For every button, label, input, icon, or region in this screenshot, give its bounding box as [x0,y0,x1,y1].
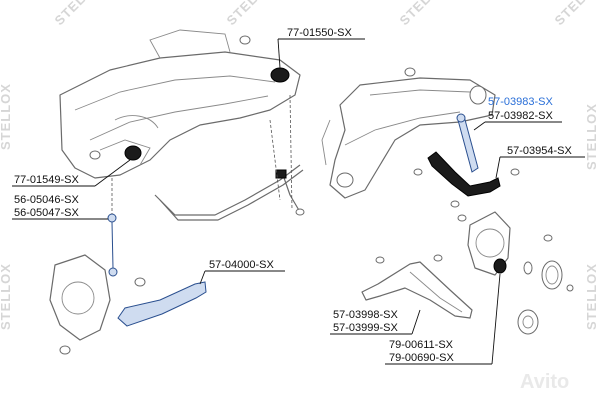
lower-wishbone [361,261,473,319]
label-57-03954: 57-03954-SX [507,145,572,157]
label-57-03998: 57-03998-SX [333,309,398,321]
watermark-brand-7: STELLOX [584,103,599,170]
label-77-01549: 77-01549-SX [14,174,79,186]
label-56-05047: 56-05047-SX [14,207,79,219]
watermark-brand-4: STELLOX [552,0,600,28]
right-subframe [321,67,520,222]
stabilizer-link [107,178,118,277]
label-79-00690: 79-00690-SX [389,352,454,364]
bushing-left [124,145,142,161]
label-77-01550: 77-01550-SX [287,27,352,39]
stabilizer-link-bottom [108,267,118,277]
watermark-brand-6: STELLOX [0,263,13,330]
label-57-03999: 57-03999-SX [333,322,398,334]
left-knuckle [49,254,146,355]
watermark-brand-3: STELLOX [397,0,455,28]
label-57-03983: 57-03983-SX [488,96,553,108]
right-knuckle [375,211,574,335]
watermark-avito: Avito [520,371,569,393]
lower-arm-left [117,281,207,327]
stabilizer-bushing [275,169,287,179]
part-labels: 77-01550-SX 77-01549-SX 56-05046-SX 56-0… [14,27,572,364]
upper-link [457,115,479,173]
camber-arm [427,151,501,197]
watermark-brand-1: STELLOX [52,0,110,28]
stabilizer-link-top [107,213,117,223]
leader-lines [12,38,585,365]
label-56-05046: 56-05046-SX [14,194,79,206]
label-57-04000: 57-04000-SX [209,259,274,271]
bushing-upper-left [270,67,290,83]
watermark-brand-8: STELLOX [584,263,599,330]
left-subframe [59,29,301,179]
label-57-03982: 57-03982-SX [488,110,553,122]
watermark-brand-5: STELLOX [0,83,13,150]
watermark-brand-2: STELLOX [224,0,282,28]
upper-link-top-eye [456,113,466,123]
stabilizer-bar [154,94,305,221]
hub-bushing [493,258,507,274]
label-79-00611: 79-00611-SX [389,339,454,351]
